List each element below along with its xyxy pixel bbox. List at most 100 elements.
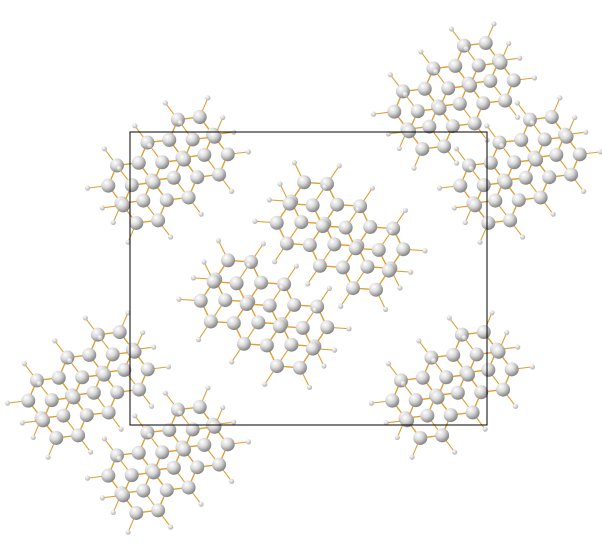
hydrogen-atom xyxy=(140,329,146,336)
carbon-atom xyxy=(529,152,544,167)
hydrogen-atom xyxy=(431,357,437,364)
hydrogen-atom xyxy=(462,219,468,226)
hydrogen-atom xyxy=(36,380,42,386)
molecule xyxy=(84,95,252,245)
carbon-atom xyxy=(481,215,496,230)
carbon-atom xyxy=(507,155,522,170)
carbon-atom xyxy=(101,178,116,193)
hydrogen-atom xyxy=(408,269,414,275)
carbon-atom xyxy=(212,167,227,182)
carbon-atom xyxy=(533,190,548,205)
hydrogen-atom xyxy=(30,434,36,441)
carbon-atom xyxy=(229,276,244,291)
carbon-atom xyxy=(82,347,97,362)
hydrogen-atom xyxy=(489,310,495,316)
hydrogen-atom xyxy=(355,206,361,213)
carbon-atom xyxy=(483,155,498,170)
carbon-atom xyxy=(192,400,207,415)
hydrogen-atom xyxy=(409,454,415,460)
hydrogen-atom xyxy=(231,419,237,425)
carbon-atom xyxy=(363,219,378,234)
carbon-atom xyxy=(424,350,439,365)
carbon-atom xyxy=(97,367,112,382)
carbon-atom xyxy=(549,147,564,162)
hydrogen-atom xyxy=(312,307,318,313)
hydrogen-atom xyxy=(125,310,131,316)
carbon-atom xyxy=(129,505,144,520)
carbon-atom xyxy=(476,325,491,340)
carbon-atom xyxy=(251,315,266,330)
hydrogen-atom xyxy=(454,160,460,166)
hydrogen-atom xyxy=(400,380,406,386)
hydrogen-atom xyxy=(446,315,452,321)
carbon-atom xyxy=(338,220,353,235)
carbon-atom xyxy=(166,170,181,185)
hydrogen-atom xyxy=(220,114,226,121)
carbon-atom xyxy=(439,370,454,385)
carbon-atom xyxy=(396,242,411,257)
carbon-atom xyxy=(467,116,482,131)
hydrogen-atom xyxy=(4,400,11,406)
carbon-atom xyxy=(537,132,552,147)
carbon-atom xyxy=(327,237,342,252)
hydrogen-atom xyxy=(385,131,391,137)
hydrogen-atom xyxy=(162,100,168,106)
carbon-atom xyxy=(162,132,177,147)
carbon-atom xyxy=(492,135,507,150)
hydrogen-atom xyxy=(246,262,252,268)
molecule xyxy=(4,310,172,460)
hydrogen-atom xyxy=(370,111,377,117)
carbon-atom xyxy=(131,155,146,170)
hydrogen-atom xyxy=(220,404,226,411)
hydrogen-atom xyxy=(531,75,538,81)
carbon-atom xyxy=(446,347,461,362)
hydrogen-atom xyxy=(229,188,235,194)
hydrogen-atom xyxy=(116,455,122,461)
carbon-atom xyxy=(226,316,241,331)
hydrogen-atom xyxy=(326,285,332,291)
hydrogen-atom xyxy=(448,26,454,32)
carbon-atom xyxy=(218,293,233,308)
hydrogen-atom xyxy=(201,259,207,265)
hydrogen-atom xyxy=(557,95,563,101)
hydrogen-atom xyxy=(190,275,196,281)
carbon-atom xyxy=(136,483,151,498)
carbon-atom xyxy=(29,373,44,388)
hydrogen-atom xyxy=(110,219,116,226)
hydrogen-atom xyxy=(45,454,51,460)
carbon-atom xyxy=(177,442,192,457)
carbon-atom xyxy=(221,253,236,268)
carbon-atom xyxy=(220,147,235,162)
carbon-atom xyxy=(302,238,317,253)
carbon-atom xyxy=(71,428,86,443)
hydrogen-atom xyxy=(245,149,252,155)
hydrogen-atom xyxy=(21,361,27,367)
hydrogen-atom xyxy=(277,181,283,187)
hydrogen-atom xyxy=(581,188,587,194)
carbon-atom xyxy=(131,445,146,460)
hydrogen-atom xyxy=(132,123,138,129)
hydrogen-atom xyxy=(338,303,344,309)
carbon-atom xyxy=(136,193,151,208)
carbon-atom xyxy=(185,132,200,147)
carbon-atom xyxy=(463,78,478,93)
carbon-atom xyxy=(124,468,139,483)
carbon-atom xyxy=(511,193,526,208)
hydrogen-atom xyxy=(382,306,389,312)
hydrogen-atom xyxy=(416,338,422,344)
carbon-atom xyxy=(450,385,465,400)
molecule-layer-front xyxy=(383,329,536,460)
carbon-atom xyxy=(212,457,227,472)
carbon-atom xyxy=(181,480,196,495)
carbon-atom xyxy=(498,175,513,190)
carbon-atom xyxy=(395,84,410,99)
carbon-atom xyxy=(305,198,320,213)
carbon-atom xyxy=(514,132,529,147)
hydrogen-atom xyxy=(388,229,394,235)
hydrogen-atom xyxy=(453,146,459,152)
hydrogen-atom xyxy=(529,120,535,126)
hydrogen-atom xyxy=(491,21,497,27)
hydrogen-atom xyxy=(477,239,483,245)
hydrogen-atom xyxy=(205,95,211,101)
